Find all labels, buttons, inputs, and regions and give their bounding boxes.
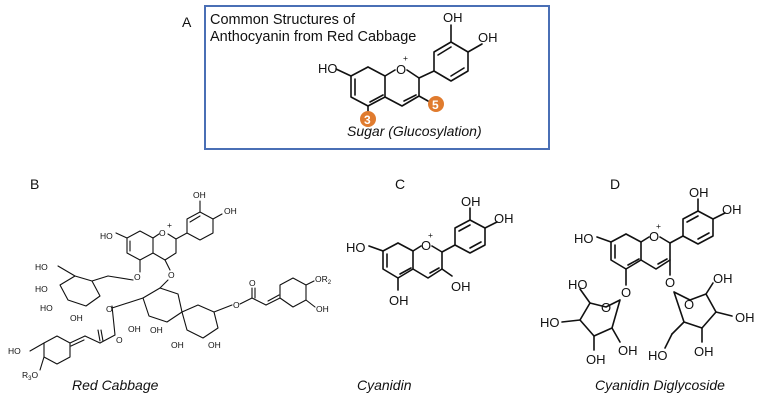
panel-c-letter: C [395,176,406,192]
panel-b-glycosides: O O HO HO HO OH O OH OH OH OH O O OR2 OH [8,262,332,382]
panel-b-atom-ho-left: HO [100,231,113,241]
panel-a-box: Common Structures of Anthocyanin from Re… [204,5,550,150]
panel-b-atom-oh-g2a: OH [128,324,141,334]
panel-c-atom-oh-top: OH [461,194,481,209]
badge-3-circle [360,111,376,127]
panel-b-atom-oh-ring2: OH [316,304,329,314]
panel-b-atom-ho-g1b: HO [35,284,48,294]
panel-a-ring-system [335,24,483,113]
panel-d-atom-plus: + [656,221,661,231]
panel-d-atom-oh-r3: OH [694,344,714,359]
panel-c-atom-oh-bottom: OH [389,293,409,308]
panel-b-atom-o-link2: O [168,270,175,280]
panel-d-sugar-left: O [561,288,621,351]
panel-d-sugar-right: O [664,282,733,349]
panel-b-atom-o-g3: O [233,300,240,310]
panel-b-atom-o-link1: O [134,272,141,282]
panel-b-or2-main: OR [315,274,328,284]
panel-a-atom-o: O [396,62,406,77]
panel-d-atom-o: O [649,229,659,244]
panel-d-caption: Cyanidin Diglycoside [595,377,725,393]
panel-b-atom-ho-g1a: HO [35,262,48,272]
panel-d-ring-system [596,198,726,286]
panel-d-atom-ho: HO [574,231,594,246]
panel-b-r3o-sub: 3 [28,376,32,382]
badge-5-label: 5 [432,98,439,112]
panel-d-atom-oh-right: OH [722,202,742,217]
panel-a-title-line2: Anthocyanin from Red Cabbage [210,29,417,45]
panel-a-atom-oh-right: OH [478,30,498,45]
badge-5-circle [428,96,444,112]
panel-c-atom-oh-right: OH [494,211,514,226]
panel-b-r3o-o: O [31,370,38,380]
badge-3-label: 3 [364,113,371,127]
panel-b-atom-oh-top: OH [193,190,206,200]
panel-d-atom-o-ring-right: O [684,297,694,312]
panel-c-atom-o: O [421,238,431,253]
panel-d-atom-oh-l3: OH [586,352,606,367]
panel-b-r3o-main: R [22,370,28,380]
panel-a-title: Common Structures of Anthocyanin from Re… [210,12,416,46]
panel-d-atom-o-3: O [665,275,675,290]
panel-b-atom-oh-g2b: OH [150,325,163,335]
panel-d-atom-oh-r1: OH [713,271,733,286]
panel-d-atom-o-5: O [621,285,631,300]
panel-a-atom-ho: HO [318,61,338,76]
panel-d-atom-oh-top: OH [689,185,709,200]
panel-b-atom-oh-right: OH [224,206,237,216]
panel-a-title-line1: Common Structures of [210,12,356,28]
panel-d-atom-oh-l4: OH [618,343,638,358]
panel-b-atom-o-ester2: O [116,335,123,345]
panel-b-aglycone [115,200,223,273]
panel-b-caption: Red Cabbage [72,377,159,393]
panel-c-atom-ho: HO [346,240,366,255]
panel-d-letter: D [610,176,621,192]
panel-d-atom-o-ring-left: O [601,300,611,315]
panel-b-or2-sub: 2 [328,280,332,286]
panel-a-badge-3: 3 [360,111,376,127]
panel-b-atom-o-g2: O [106,304,113,314]
panel-b-atom-oh-g3a: OH [171,340,184,350]
panel-d-atom-ho-l1: HO [568,277,588,292]
panel-d-atom-oh-r2: OH [735,310,755,325]
panel-c-atom-oh-3: OH [451,279,471,294]
panel-b-atom-o-ester1: O [249,278,256,288]
panel-c-caption: Cyanidin [357,377,412,393]
panel-b-atom-oh-g1d: OH [70,313,83,323]
panel-a-badge-5: 5 [428,96,444,112]
panel-b-atom-r3o: R3O [22,370,38,382]
panel-a-sugar-label: Sugar (Glucosylation) [347,123,482,139]
panel-b-atom-plus: + [167,220,172,230]
panel-a-letter: A [182,14,192,30]
panel-a-atom-oh-top: OH [443,10,463,25]
panel-b-atom-oh-g3b: OH [208,340,221,350]
panel-b-atom-ho-g1c: HO [40,303,53,313]
panel-c-ring-system [368,207,498,291]
panel-b-letter: B [30,176,40,192]
panel-d-atom-ho-l2: HO [540,315,560,330]
panel-b-atom-o-ring: O [159,228,166,238]
panel-b-atom-ho-ring3: HO [8,346,21,356]
panel-d-atom-ho-r4: HO [648,348,668,363]
panel-a-atom-plus: + [403,53,408,63]
panel-c-atom-plus: + [428,230,433,240]
panel-b-atom-or2: OR2 [315,274,332,286]
